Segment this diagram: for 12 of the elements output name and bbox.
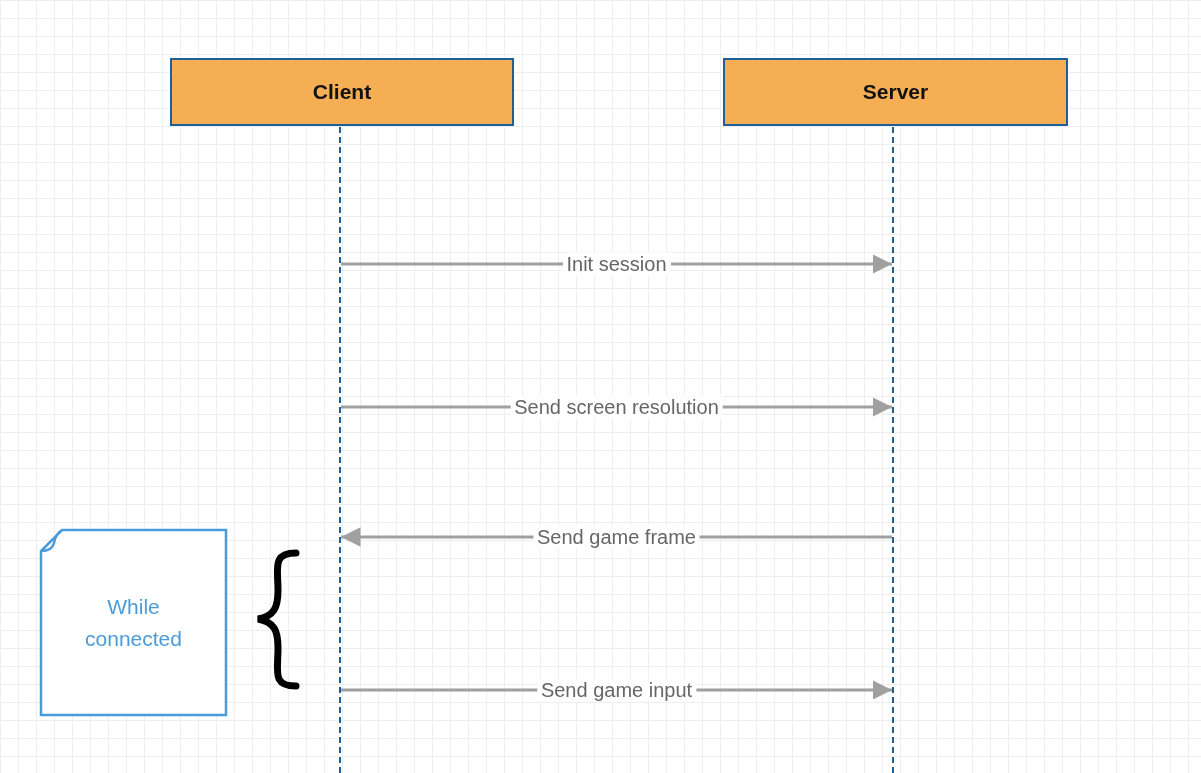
lifeline xyxy=(339,127,341,773)
note-text: While connected xyxy=(84,593,183,652)
participant-name: Client xyxy=(312,80,372,104)
edge-label: Send game input xyxy=(536,678,697,702)
lifeline xyxy=(892,127,894,773)
edge-label: Send game frame xyxy=(533,525,700,549)
participant-box xyxy=(170,58,514,126)
participant-name: Server xyxy=(862,80,929,104)
edge-label: Send screen resolution xyxy=(510,395,723,419)
note xyxy=(40,529,227,716)
edge-label: Init session xyxy=(562,252,671,276)
participant-box xyxy=(723,58,1068,126)
